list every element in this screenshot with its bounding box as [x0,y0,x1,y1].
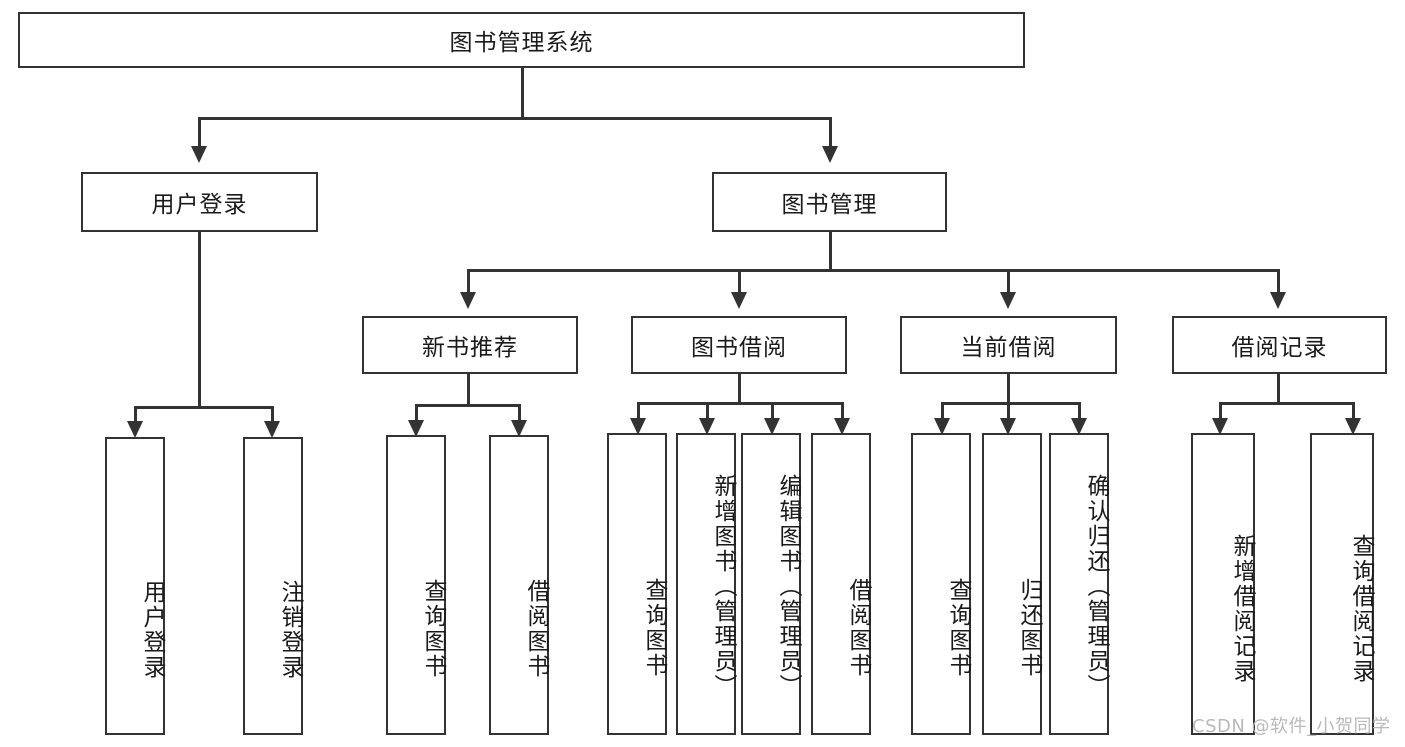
leaf-edit-book-admin[interactable]: 编辑图书（管理员） [741,433,801,735]
node-label: 借阅图书 [523,579,549,679]
connector-root-bus [198,117,832,120]
arrowhead-leaf-br-1 [1212,418,1228,435]
node-label: 用户登录 [151,192,248,218]
connector-br-drop-2 [1352,402,1355,420]
connector-bb-drop-2 [706,402,709,420]
node-book-borrow[interactable]: 图书借阅 [631,316,847,374]
leaf-query-book-bb[interactable]: 查询图书 [607,433,667,735]
leaf-query-book-nbr[interactable]: 查询图书 [386,435,446,735]
leaf-borrow-book-nbr[interactable]: 借阅图书 [489,435,549,735]
connector-level3-drop-3 [1007,269,1010,294]
node-label: 新书推荐 [422,335,518,361]
arrowhead-book-borrow [731,292,747,309]
connector-root-stem [521,68,524,118]
node-label: 借阅图书 [845,578,871,678]
arrowhead-leaf-user-login-2 [264,421,280,438]
connector-book-borrow-bus [637,402,844,405]
arrowhead-leaf-bb-3 [764,418,780,435]
connector-nbr-drop-2 [518,404,521,422]
leaf-borrow-book-bb[interactable]: 借阅图书 [811,433,871,735]
connector-borrow-record-bus [1219,402,1354,405]
connector-root-to-user-login [198,117,201,147]
leaf-logout[interactable]: 注销登录 [243,437,303,735]
node-book-management-system[interactable]: 图书管理系统 [18,12,1025,68]
node-new-book-recommend[interactable]: 新书推荐 [362,316,578,374]
node-label: 编辑图书（管理员） [775,473,801,699]
node-label: 查询借阅记录 [1348,534,1374,684]
node-label: 借阅记录 [1231,335,1328,361]
connector-new-book-recommend-bus [415,404,520,407]
connector-user-login-drop-2 [271,406,274,424]
arrowhead-leaf-bb-2 [699,418,715,435]
connector-cb-drop-3 [1078,402,1081,420]
leaf-add-borrow-record[interactable]: 新增借阅记录 [1191,433,1255,735]
arrowhead-leaf-cb-3 [1071,418,1087,435]
arrowhead-leaf-nbr-1 [408,420,424,437]
connector-bb-drop-4 [841,402,844,420]
arrowhead-book-management [822,146,838,163]
node-label: 查询图书 [420,579,446,679]
node-label: 用户登录 [139,580,165,680]
node-label: 当前借阅 [960,335,1057,361]
node-label: 新增借阅记录 [1229,534,1255,684]
arrowhead-leaf-user-login-1 [127,421,143,438]
leaf-query-borrow-record[interactable]: 查询借阅记录 [1310,433,1374,735]
arrowhead-leaf-nbr-2 [511,420,527,437]
arrowhead-leaf-br-2 [1345,418,1361,435]
arrowhead-leaf-bb-1 [630,418,646,435]
node-label: 查询图书 [945,578,971,678]
arrowhead-leaf-bb-4 [834,418,850,435]
node-label: 查询图书 [641,578,667,678]
node-user-login[interactable]: 用户登录 [81,172,318,232]
connector-user-login-drop-1 [134,406,137,424]
connector-br-drop-1 [1219,402,1222,420]
connector-book-borrow-stem [738,374,741,404]
connector-borrow-record-stem [1277,374,1280,404]
node-label: 图书借阅 [691,335,787,361]
connector-level3-bus [467,269,1279,272]
node-label: 图书管理 [781,192,878,218]
arrowhead-user-login [191,146,207,163]
node-label: 确认归还（管理员） [1083,473,1109,699]
leaf-confirm-return-admin[interactable]: 确认归还（管理员） [1049,433,1109,735]
node-current-borrow[interactable]: 当前借阅 [900,316,1117,374]
connector-cb-drop-1 [941,402,944,420]
connector-nbr-drop-1 [415,404,418,422]
leaf-query-book-cb[interactable]: 查询图书 [911,433,971,735]
arrowhead-current-borrow [1000,292,1016,309]
leaf-return-book[interactable]: 归还图书 [982,433,1042,735]
connector-user-login-bus [134,406,273,409]
connector-cb-drop-2 [1007,402,1010,420]
leaf-user-login[interactable]: 用户登录 [105,437,165,735]
node-book-management[interactable]: 图书管理 [712,172,947,232]
connector-current-borrow-stem [1007,374,1010,404]
arrowhead-borrow-record [1270,292,1286,309]
node-label: 归还图书 [1016,578,1042,678]
connector-level3-drop-4 [1277,269,1280,294]
node-borrow-record[interactable]: 借阅记录 [1172,316,1387,374]
arrowhead-new-book-recommend [460,292,476,309]
arrowhead-leaf-cb-2 [1000,418,1016,435]
node-label: 注销登录 [277,580,303,680]
connector-user-login-stem [198,232,201,408]
connector-root-to-book-management [829,117,832,147]
connector-level3-drop-2 [738,269,741,294]
connector-bb-drop-1 [637,402,640,420]
connector-bb-drop-3 [771,402,774,420]
node-label: 新增图书（管理员） [710,473,736,699]
csdn-watermark: CSDN @软件_小贺同学 [1192,716,1391,737]
connector-new-book-recommend-stem [467,374,470,406]
node-label: 图书管理系统 [449,30,594,56]
connector-level3-drop-1 [467,269,470,294]
connector-book-management-stem [829,232,832,271]
arrowhead-leaf-cb-1 [934,418,950,435]
connector-current-borrow-bus [941,402,1081,405]
leaf-add-book-admin[interactable]: 新增图书（管理员） [676,433,736,735]
